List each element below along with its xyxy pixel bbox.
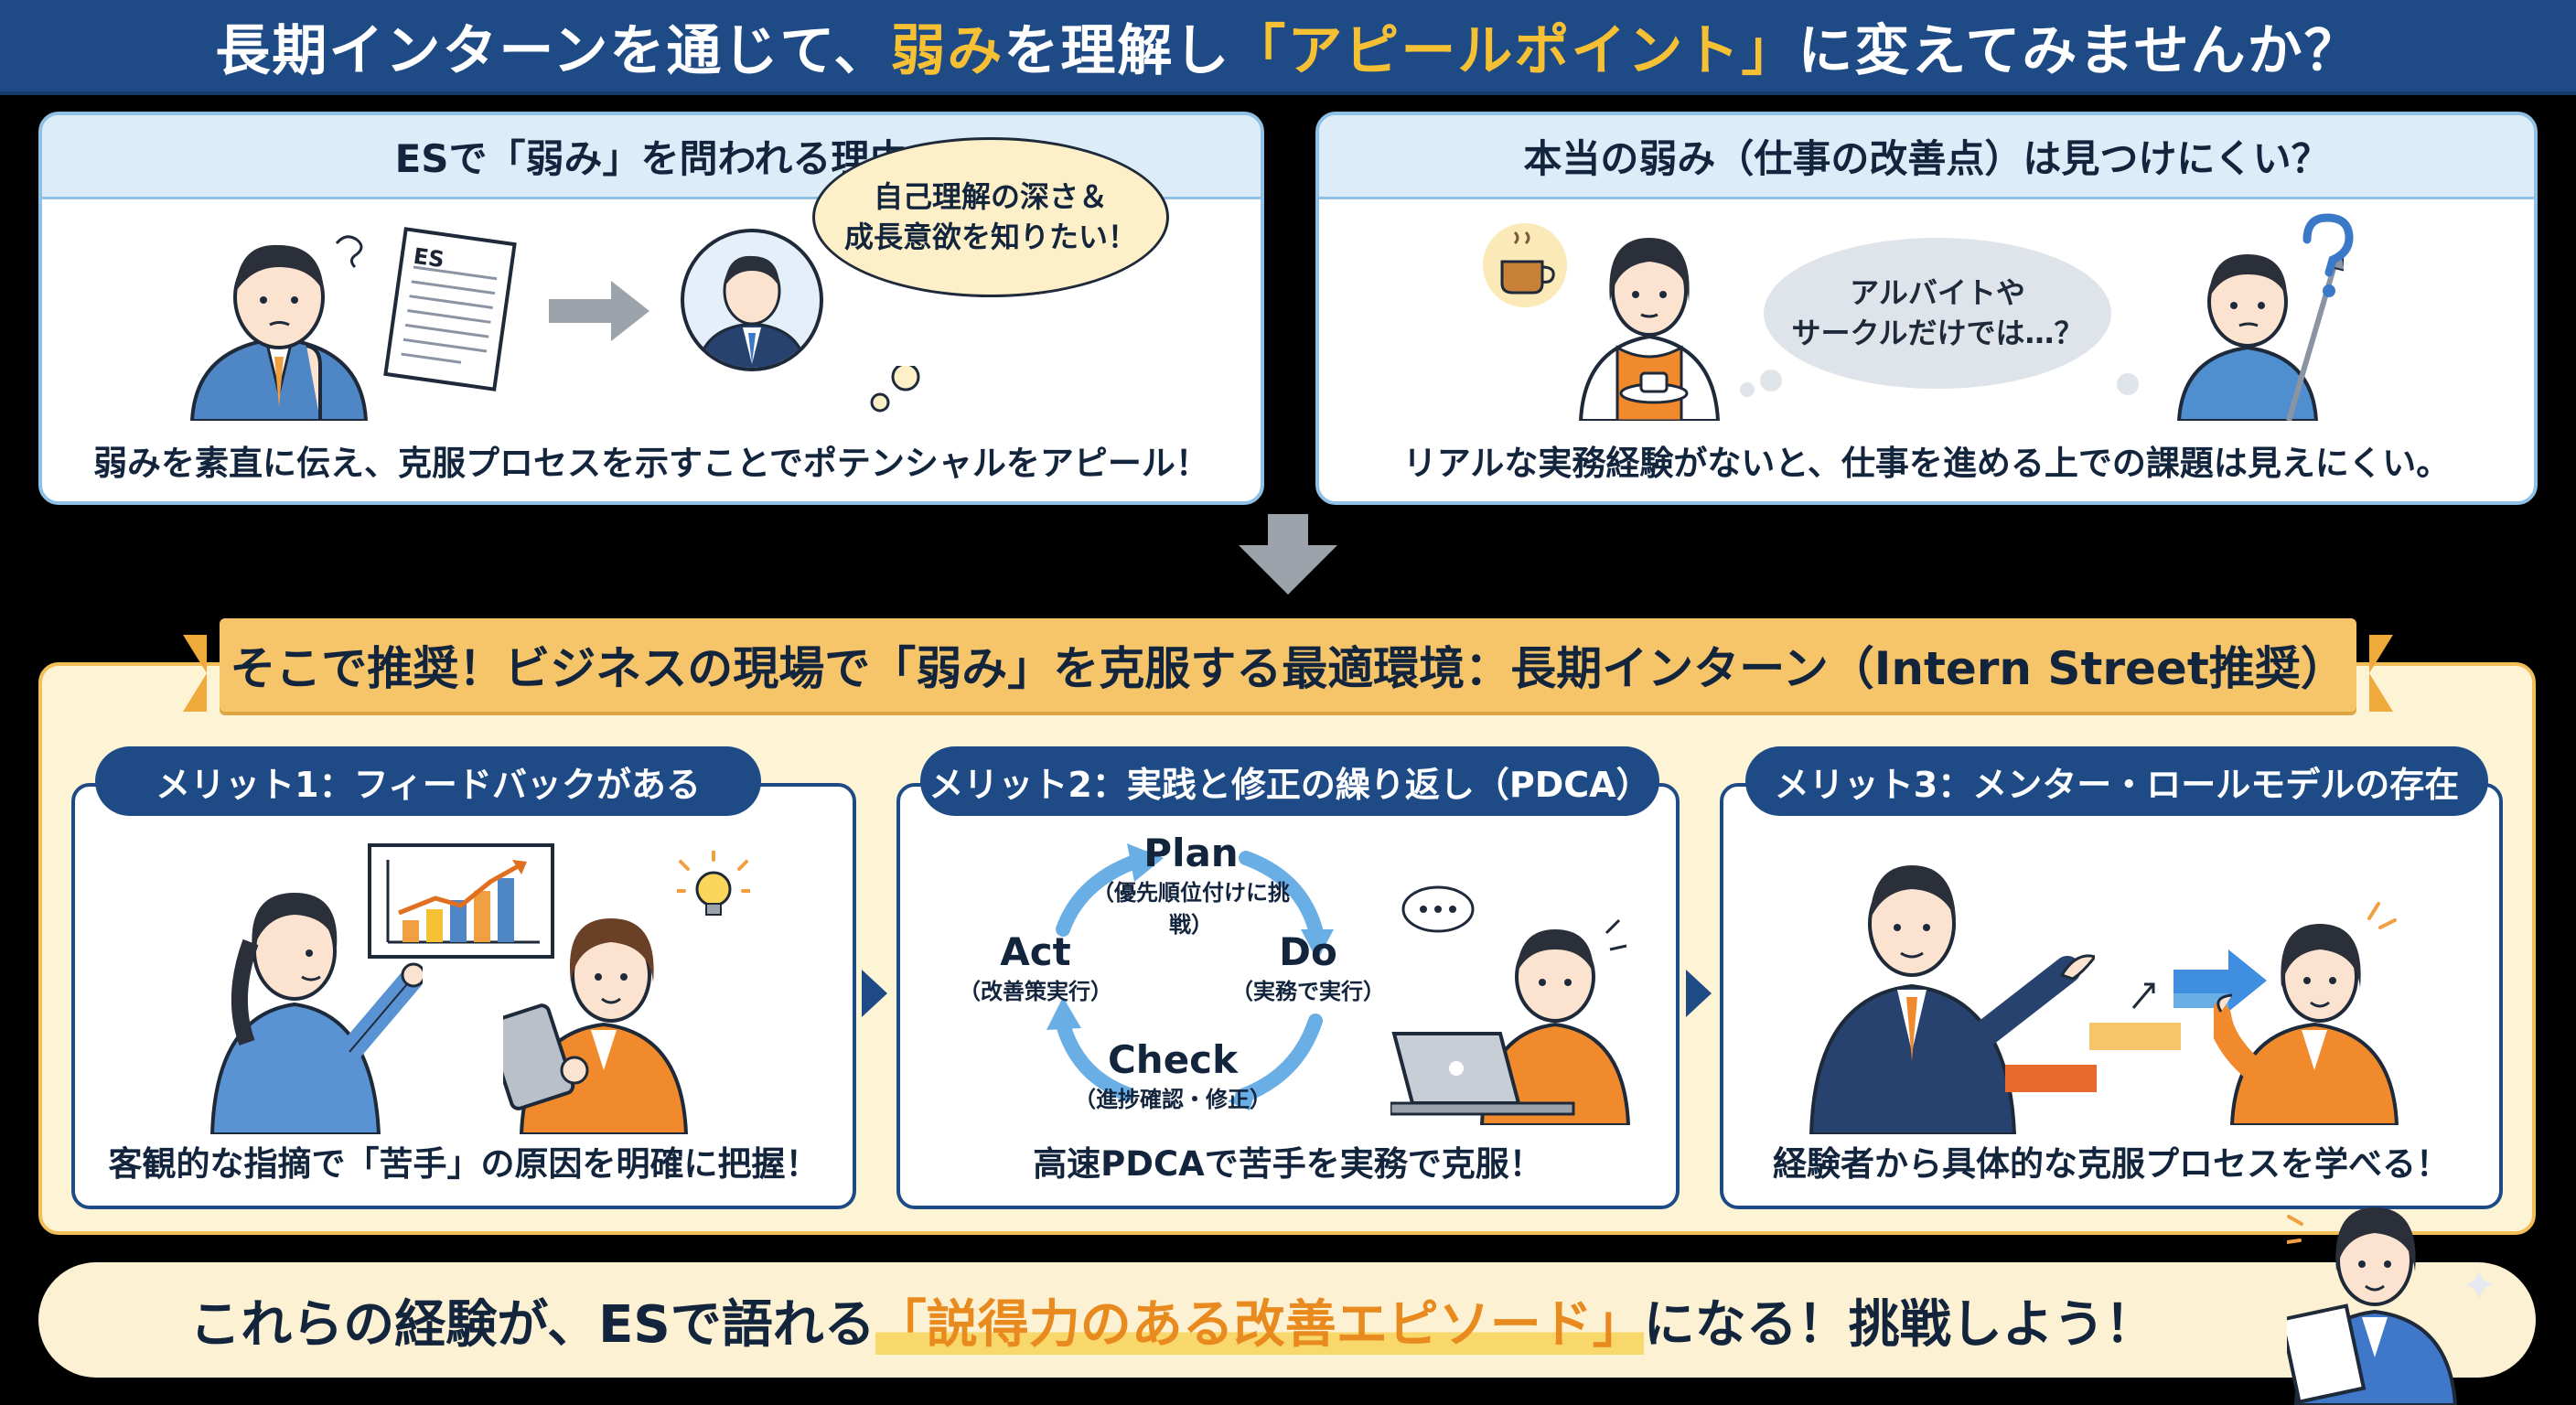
pdca-plan: Plan （優先順位付けに挑戦） xyxy=(1081,831,1301,938)
merit-2-caption: 高速PDCAで苦手を実務で克服！ xyxy=(1033,1144,1543,1184)
company-bubble-line-2: 成長意欲を知りたい！ xyxy=(843,219,1137,254)
cta-text-2: になる！挑戦しよう！ xyxy=(1643,1294,2156,1355)
title-highlight-appeal: 「アピールポイント」 xyxy=(1230,18,1798,83)
pdca-act-sub: （改善策実行） xyxy=(959,979,1112,1005)
pdca-plan-sub: （優先順位付けに挑戦） xyxy=(1092,880,1290,938)
company-bubble-line-1: 自己理解の深さ＆ xyxy=(873,179,1108,215)
title-highlight-weakness: 弱み xyxy=(890,18,1004,83)
part-time-bubble-line-2: サークルだけでは…？ xyxy=(1791,315,2084,350)
cafe-staff-icon xyxy=(1578,238,1721,421)
cta-text-1: これらの経験が、ESで語れる xyxy=(189,1294,875,1355)
sparkle-icon: ✦ xyxy=(2461,1260,2498,1312)
page-title: 長期インターンを通じて、弱みを理解し「アピールポイント」に変えてみませんか？ xyxy=(215,6,2360,86)
merit-3-tab-label: メリット3：メンター・ロールモデルの存在 xyxy=(1774,764,2460,805)
call-to-action-text: これらの経験が、ESで語れる「説得力のある改善エピソード」になる！挑戦しよう！ xyxy=(189,1283,2384,1357)
merit-connector-arrow-2 xyxy=(1686,970,1712,1017)
coffee-icon xyxy=(1483,223,1567,307)
part-time-thought-bubble: アルバイトや サークルだけでは…？ xyxy=(1764,238,2111,389)
pdca-check-label: Check xyxy=(1107,1037,1239,1082)
tablet-woman-icon xyxy=(503,918,689,1134)
mentor-man-icon xyxy=(1809,865,2095,1134)
pdca-do-label: Do xyxy=(1279,929,1337,974)
hard-to-find-panel-caption: リアルな実務経験がないと、仕事を進める上での課題は見えにくい。 xyxy=(1402,444,2451,483)
merit-3-caption: 経験者から具体的な克服プロセスを学べる！ xyxy=(1773,1144,2450,1184)
speech-dots-icon xyxy=(1401,885,1475,933)
es-document-label: ES xyxy=(412,242,446,273)
grey-bubble-tail-dots xyxy=(1740,370,1782,397)
merit-2-tab-label: メリット2：実践と修正の繰り返し（PDCA） xyxy=(928,764,1651,805)
question-mark-icon xyxy=(2302,213,2354,297)
header: 長期インターンを通じて、弱みを理解し「アピールポイント」に変えてみませんか？ xyxy=(0,0,2576,95)
call-to-action-bar: これらの経験が、ESで語れる「説得力のある改善エピソード」になる！挑戦しよう！ xyxy=(38,1262,2536,1378)
reason-panel-caption: 弱みを素直に伝え、克服プロセスを示すことでポテンシャルをアピール！ xyxy=(93,444,1209,483)
merit-card-mentor: 経験者から具体的な克服プロセスを学べる！ xyxy=(1720,783,2503,1209)
pdca-do-sub: （実務で実行） xyxy=(1231,979,1385,1005)
company-thought-bubble: 自己理解の深さ＆ 成長意欲を知りたい！ xyxy=(812,137,1169,297)
title-text-2: を理解し xyxy=(1004,18,1231,83)
merit-3-tab: メリット3：メンター・ロールモデルの存在 xyxy=(1745,746,2488,816)
es-document-icon xyxy=(383,227,517,391)
laptop-worker-icon xyxy=(1390,918,1631,1125)
merit-connector-arrow-1 xyxy=(862,970,887,1017)
golf-student-icon xyxy=(2176,252,2344,421)
pdca-cycle-icon xyxy=(1046,843,1334,1110)
grey-bubble-right-dots xyxy=(2117,373,2139,395)
mentee-woman-icon xyxy=(2214,902,2399,1125)
lightbulb-icon xyxy=(677,851,750,916)
mentor-woman-pointing-icon xyxy=(209,893,423,1134)
presenter-woman-icon xyxy=(2287,1207,2458,1405)
reason-panel-title: ESで「弱み」を問われる理由 xyxy=(394,136,908,181)
pdca-check-sub: （進捗確認・修正） xyxy=(1074,1087,1272,1113)
recommendation-ribbon-text: そこで推奨！ビジネスの現場で「弱み」を克服する最適環境：長期インターン（Inte… xyxy=(230,642,2346,695)
reason-panel-header: ESで「弱み」を問われる理由 xyxy=(42,115,1261,199)
hard-to-find-panel-header: 本当の弱み（仕事の改善点）は見つけにくい？ xyxy=(1319,115,2534,199)
merit-1-tab: メリット1：フィードバックがある xyxy=(95,746,761,816)
merit-1-tab-label: メリット1：フィードバックがある xyxy=(156,764,701,805)
stairs-arrow-icon xyxy=(2005,949,2267,1092)
hard-to-find-panel-title: 本当の弱み（仕事の改善点）は見つけにくい？ xyxy=(1523,136,2330,181)
bubble-tail-dots xyxy=(870,366,920,413)
title-text-1: 長期インターンを通じて、 xyxy=(215,18,891,83)
cta-highlight: 「説得力のある改善エピソード」 xyxy=(875,1294,1644,1355)
merit-2-tab: メリット2：実践と修正の繰り返し（PDCA） xyxy=(920,746,1659,816)
title-text-3: に変えてみませんか？ xyxy=(1798,18,2361,83)
merit-1-caption: 客観的な指摘で「苦手」の原因を明確に把握！ xyxy=(108,1144,820,1184)
thinking-student-icon xyxy=(189,235,369,421)
interviewer-icon xyxy=(681,229,823,371)
recommendation-ribbon: そこで推奨！ビジネスの現場で「弱み」を克服する最適環境：長期インターン（Inte… xyxy=(183,618,2393,712)
pdca-do: Do （実務で実行） xyxy=(1226,929,1390,1005)
pdca-act: Act （改善策実行） xyxy=(953,929,1118,1005)
part-time-bubble-line-1: アルバイトや xyxy=(1850,275,2025,311)
chart-board-icon xyxy=(368,843,554,959)
pdca-act-label: Act xyxy=(1000,929,1071,974)
pdca-check: Check （進捗確認・修正） xyxy=(1072,1037,1273,1113)
pdca-plan-label: Plan xyxy=(1143,831,1239,875)
down-arrow-icon xyxy=(1239,514,1337,595)
arrow-right-icon xyxy=(549,281,649,341)
